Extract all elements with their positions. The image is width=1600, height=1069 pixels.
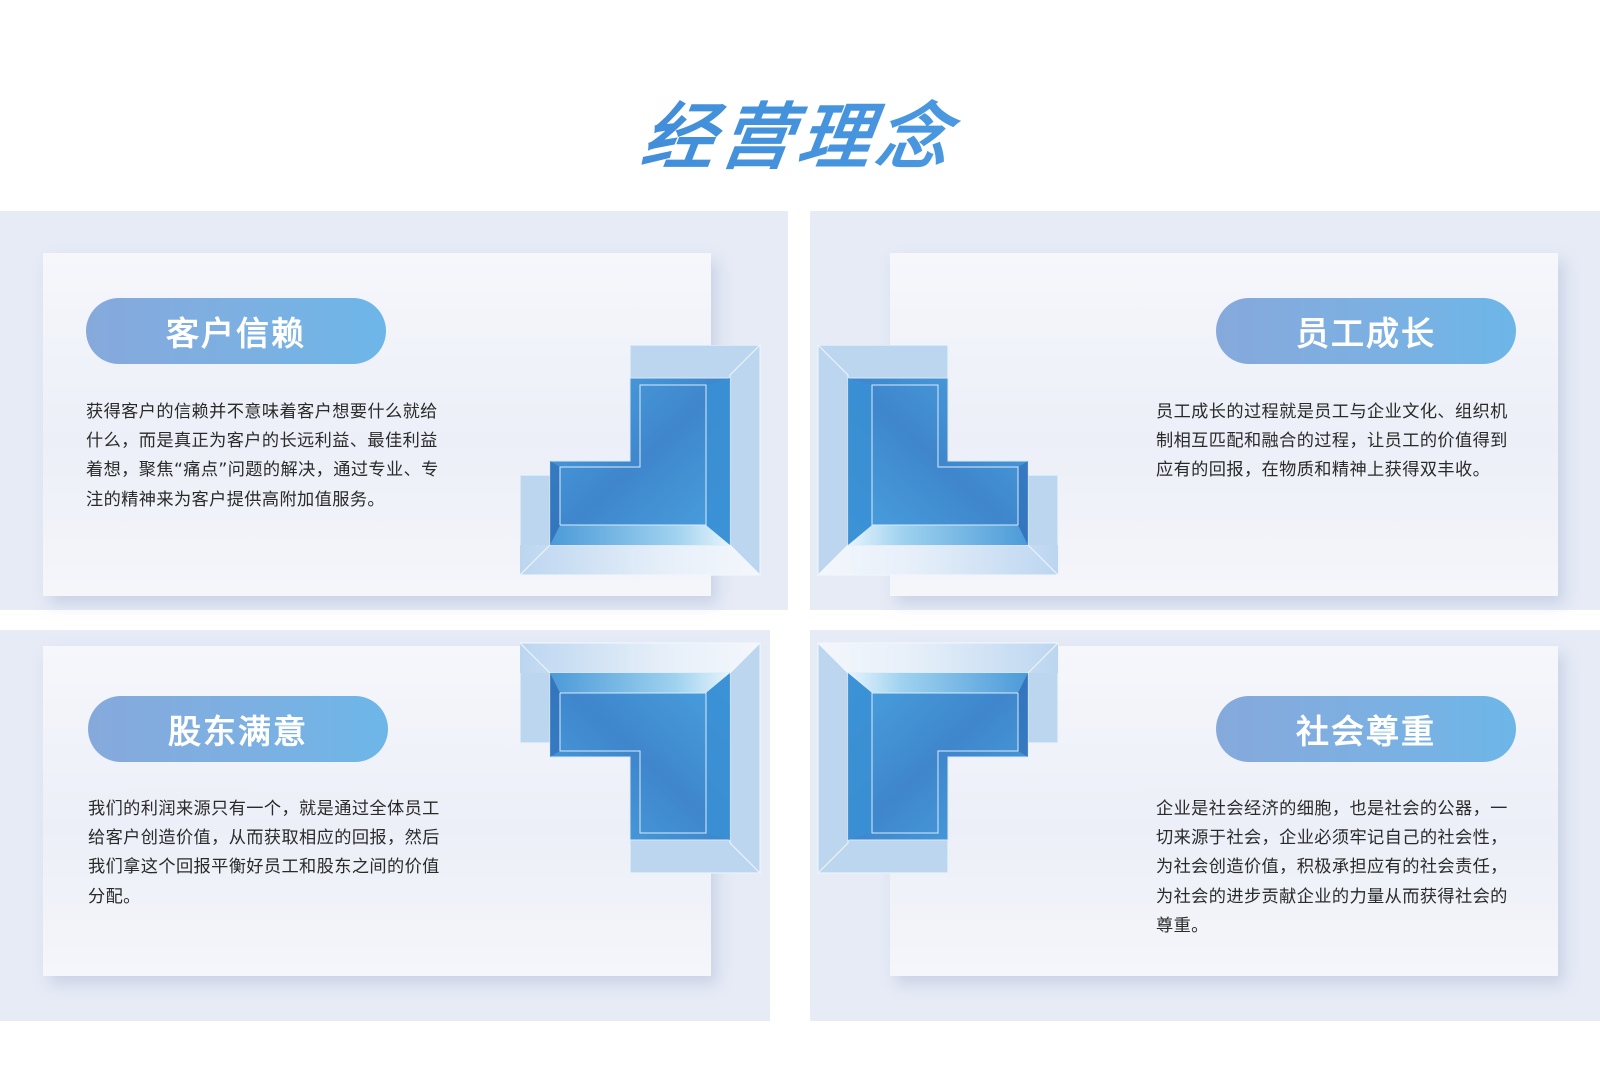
- title-pill-shareholder-satisfaction: 股东满意: [88, 696, 388, 762]
- text-employee-growth: 员工成长的过程就是员工与企业文化、组织机制相互匹配和融合的过程，让员工的价值得到…: [1156, 402, 1508, 481]
- page-title: 经营理念: [0, 78, 1600, 183]
- text-social-respect: 企业是社会经济的细胞，也是社会的公器，一切来源于社会，企业必须牢记自己的社会性，…: [1156, 799, 1508, 936]
- title-pill-social-respect: 社会尊重: [1216, 696, 1516, 762]
- four-l-blocks-cross-icon: [520, 345, 1059, 874]
- text-customer-trust: 获得客户的信赖并不意味着客户想要什么就给什么，而是真正为客户的长远利益、最佳利益…: [86, 402, 439, 510]
- title-pill-employee-growth: 员工成长: [1216, 298, 1516, 364]
- text-shareholder-satisfaction: 我们的利润来源只有一个，就是通过全体员工给客户创造价值，从而获取相应的回报，然后…: [88, 799, 440, 907]
- title-pill-customer-trust: 客户信赖: [86, 298, 386, 364]
